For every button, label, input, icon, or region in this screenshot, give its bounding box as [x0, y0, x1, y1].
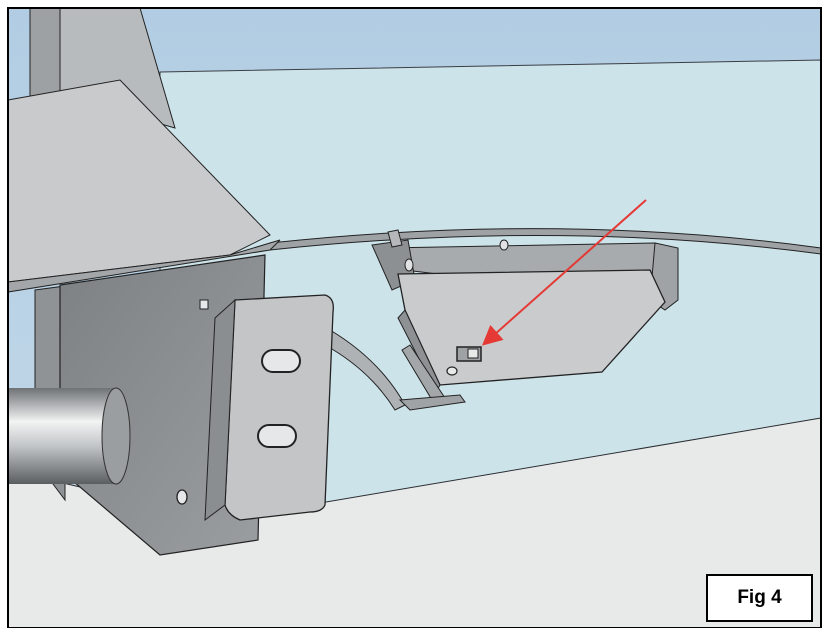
lower-bracket-fold: [398, 394, 466, 411]
plate-slot: [199, 299, 209, 310]
round-tube: [8, 388, 116, 484]
channel-hole-2: [499, 239, 509, 251]
figure-label: Fig 4: [737, 587, 782, 608]
figure-label-box: Fig 4: [706, 574, 813, 622]
small-round-hole: [446, 366, 458, 376]
slotted-hole-upper: [261, 349, 301, 373]
bolt-hole: [176, 489, 188, 505]
image-border: [7, 7, 822, 628]
annotation-arrow: [482, 199, 647, 346]
slotted-hole-lower: [257, 424, 297, 448]
channel-tab: [387, 229, 403, 248]
tube-end: [101, 387, 131, 485]
slotted-bracket-side: [204, 298, 236, 522]
square-slot-inner: [467, 348, 479, 359]
curved-support: [324, 329, 406, 411]
slotted-bracket: [224, 294, 334, 521]
channel-hole-1: [404, 258, 414, 272]
